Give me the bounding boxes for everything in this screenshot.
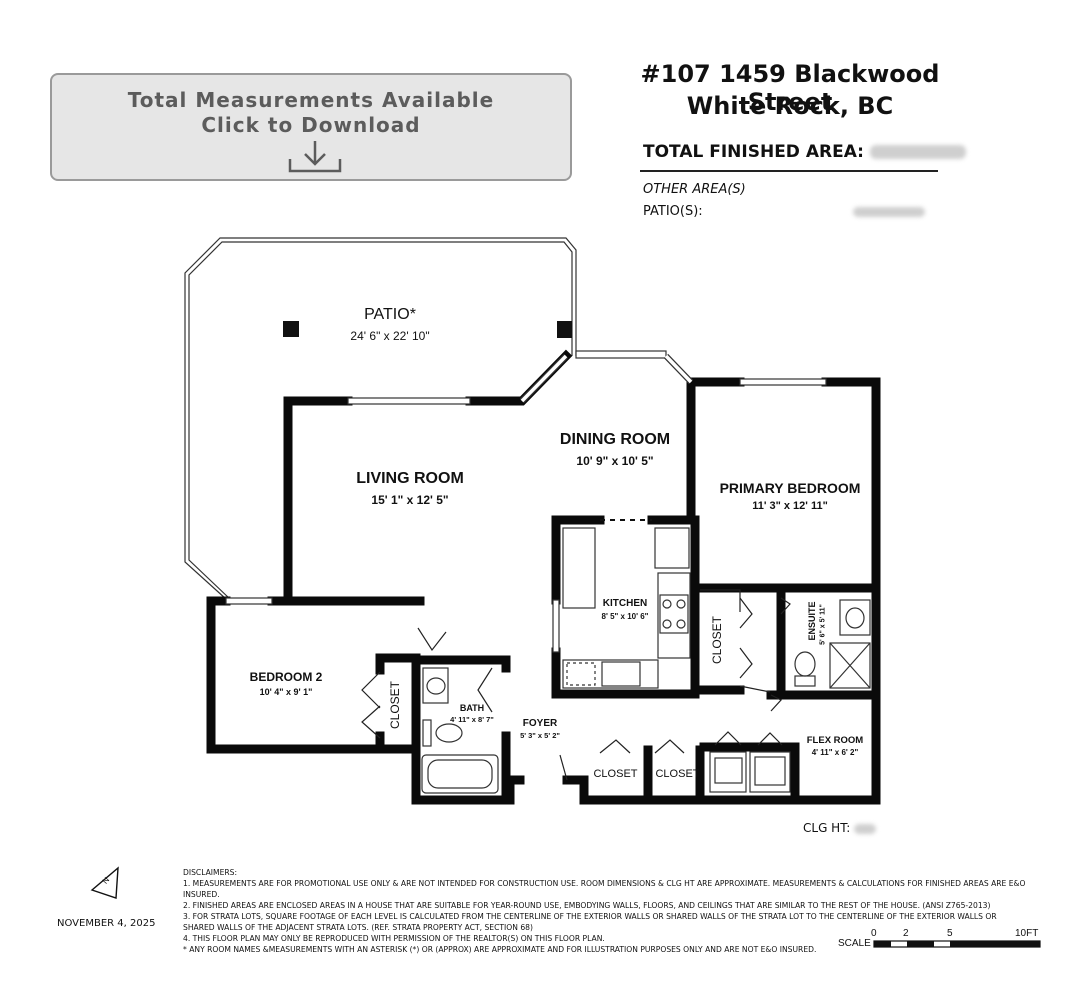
dining-room-dims: 10' 9" x 10' 5" bbox=[576, 454, 654, 468]
closet-label: CLOSET bbox=[593, 768, 638, 780]
scale-label: SCALE bbox=[838, 938, 871, 949]
living-room-dims: 15' 1" x 12' 5" bbox=[371, 493, 449, 507]
disclaimers: DISCLAIMERS: 1. MEASUREMENTS ARE FOR PRO… bbox=[183, 867, 1063, 955]
bath-dims: 4' 11" x 8' 7" bbox=[450, 715, 494, 724]
patio-dims: 24' 6" x 22' 10" bbox=[350, 329, 430, 343]
patio-post bbox=[283, 321, 299, 337]
blurred-value bbox=[852, 206, 925, 217]
disclaimer-line: SHARED WALLS OF THE ADJACENT STRATA LOTS… bbox=[183, 923, 533, 932]
closet-label: CLOSET bbox=[710, 616, 724, 665]
scale-tick: 5 bbox=[947, 928, 953, 939]
ensuite-label: ENSUITE bbox=[807, 601, 817, 641]
primary-bedroom-label: PRIMARY BEDROOM bbox=[719, 480, 861, 496]
bath-fixtures bbox=[421, 667, 499, 794]
living-room-label: LIVING ROOM bbox=[356, 470, 464, 487]
ceiling-height-label: CLG HT: bbox=[803, 821, 877, 835]
other-areas-label: OTHER AREA(S) bbox=[643, 182, 746, 197]
scale-tick: 0 bbox=[871, 928, 877, 939]
divider bbox=[640, 170, 938, 172]
plan-date: NOVEMBER 4, 2025 bbox=[57, 918, 156, 929]
disclaimer-line: 1. MEASUREMENTS ARE FOR PROMOTIONAL USE … bbox=[183, 879, 1026, 899]
ensuite-dims: 5' 6" x 5' 11" bbox=[819, 604, 827, 645]
bath-label: BATH bbox=[459, 703, 485, 713]
download-icon bbox=[288, 141, 342, 173]
doors bbox=[361, 589, 791, 781]
closet-label: CLOSET bbox=[655, 768, 700, 780]
disclaimer-line: * ANY ROOM NAMES &MEASUREMENTS WITH AN A… bbox=[183, 945, 817, 954]
north-arrow-icon bbox=[90, 866, 119, 899]
disclaimer-title: DISCLAIMERS: bbox=[183, 868, 238, 877]
closet-label: CLOSET bbox=[388, 681, 402, 730]
foyer-dims: 5' 3" x 5' 2" bbox=[520, 731, 560, 740]
flex-room-dims: 4' 11" x 6' 2" bbox=[811, 748, 859, 757]
address-line2: White Rock, BC bbox=[686, 92, 894, 120]
kitchen-fixtures bbox=[562, 527, 691, 689]
disclaimer-line: 2. FINISHED AREAS ARE ENCLOSED AREAS IN … bbox=[183, 901, 991, 910]
walls bbox=[206, 349, 881, 805]
windows bbox=[225, 350, 827, 653]
kitchen-label: KITCHEN bbox=[602, 598, 648, 609]
disclaimer-line: 4. THIS FLOOR PLAN MAY ONLY BE REPRODUCE… bbox=[183, 934, 605, 943]
patio-post bbox=[557, 321, 572, 338]
disclaimer-line: 3. FOR STRATA LOTS, SQUARE FOOTAGE OF EA… bbox=[183, 912, 997, 921]
blurred-value bbox=[854, 823, 877, 834]
total-finished-area-label: TOTAL FINISHED AREA: bbox=[643, 142, 966, 162]
download-line1: Total Measurements Available bbox=[127, 88, 495, 112]
bedroom2-dims: 10' 4" x 9' 1" bbox=[259, 687, 313, 697]
foyer-label: FOYER bbox=[522, 718, 558, 729]
dining-room-label: DINING ROOM bbox=[559, 431, 671, 448]
ensuite-fixtures bbox=[794, 599, 871, 689]
bedroom2-label: BEDROOM 2 bbox=[249, 670, 323, 684]
patio-outline bbox=[184, 237, 577, 600]
primary-bedroom-dims: 11' 3" x 12' 11" bbox=[752, 500, 828, 512]
blurred-value bbox=[869, 145, 966, 159]
scale-tick: 10FT bbox=[1015, 928, 1039, 939]
download-measurements-button[interactable]: Total Measurements Available Click to Do… bbox=[50, 73, 572, 181]
address-line1: #107 1459 Blackwood Street bbox=[640, 60, 940, 116]
kitchen-dims: 8' 5" x 10' 6" bbox=[601, 612, 649, 621]
flex-room-label: FLEX ROOM bbox=[806, 735, 864, 746]
scale-tick: 2 bbox=[903, 928, 909, 939]
download-line2: Click to Download bbox=[201, 113, 421, 137]
patios-label: PATIO(S): bbox=[643, 204, 925, 219]
laundry-appliances bbox=[709, 751, 791, 793]
patio-label: PATIO* bbox=[364, 306, 416, 323]
scale-bar bbox=[873, 940, 1041, 948]
